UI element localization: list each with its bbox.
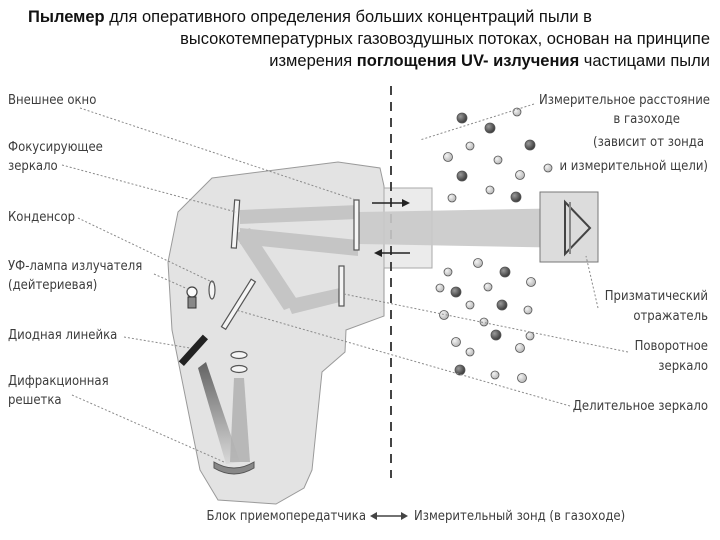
lens: [230, 364, 248, 374]
page-title: Пылемер для оперативного определения бол…: [28, 6, 710, 72]
label-prism: Призматический: [605, 289, 708, 304]
label-uv-lamp: УФ-лампа излучателя: [8, 259, 142, 274]
title-line2: высокотемпературных газовоздушных потока…: [180, 30, 710, 48]
measuring-beam: [358, 208, 580, 248]
label-measuring-distance: Измерительное расстояние: [539, 93, 710, 108]
title-line3-bold: поглощения UV- излучения: [356, 52, 580, 70]
beam-arrow-out: [372, 199, 410, 207]
outer-window: [353, 199, 360, 251]
focusing-mirror: [230, 199, 241, 249]
label-grating: Дифракционная: [8, 374, 109, 389]
title-line3-pre: измерения: [269, 52, 357, 70]
dust-particles: [435, 107, 553, 383]
diode-array: [178, 334, 209, 367]
prismatic-reflector: [539, 191, 599, 263]
title-bold-word: Пылемер: [28, 8, 105, 26]
diffraction-grating: [213, 461, 255, 475]
label-rotating-mirror-2: зеркало: [658, 359, 708, 374]
splitter-mirror: [220, 278, 257, 331]
lens: [230, 350, 248, 360]
label-probe: Измерительный зонд (в газоходе): [414, 509, 625, 524]
grating-beams: [198, 362, 240, 464]
label-measuring-distance-3: (зависит от зонда: [593, 135, 704, 150]
label-outer-window: Внешнее окно: [8, 93, 96, 108]
label-transceiver: Блок приемопередатчика: [206, 509, 366, 524]
label-diode-array: Диодная линейка: [8, 328, 117, 343]
leader-lines: [61, 103, 629, 463]
title-line1: для оперативного определения больших кон…: [104, 8, 592, 26]
rotating-mirror: [338, 265, 345, 307]
label-focusing-mirror-2: зеркало: [8, 159, 58, 174]
label-grating-2: решетка: [8, 393, 62, 408]
double-arrow: [370, 512, 408, 520]
optical-beams: [234, 205, 358, 314]
label-focusing-mirror: Фокусирующее: [8, 140, 103, 155]
label-rotating-mirror: Поворотное: [635, 339, 708, 354]
label-prism-2: отражатель: [633, 309, 708, 324]
beam-arrow-in: [374, 249, 410, 257]
label-uv-lamp-2: (дейтериевая): [8, 278, 97, 293]
label-measuring-distance-2: в газоходе: [613, 112, 680, 127]
label-splitter-mirror: Делительное зеркало: [573, 399, 708, 414]
label-condenser: Конденсор: [8, 210, 75, 225]
grating-beams: [230, 378, 250, 462]
label-measuring-distance-4: и измерительной щели): [559, 159, 708, 174]
uv-lamp: [186, 280, 216, 309]
title-line3-post: частицами пыли: [579, 52, 710, 70]
